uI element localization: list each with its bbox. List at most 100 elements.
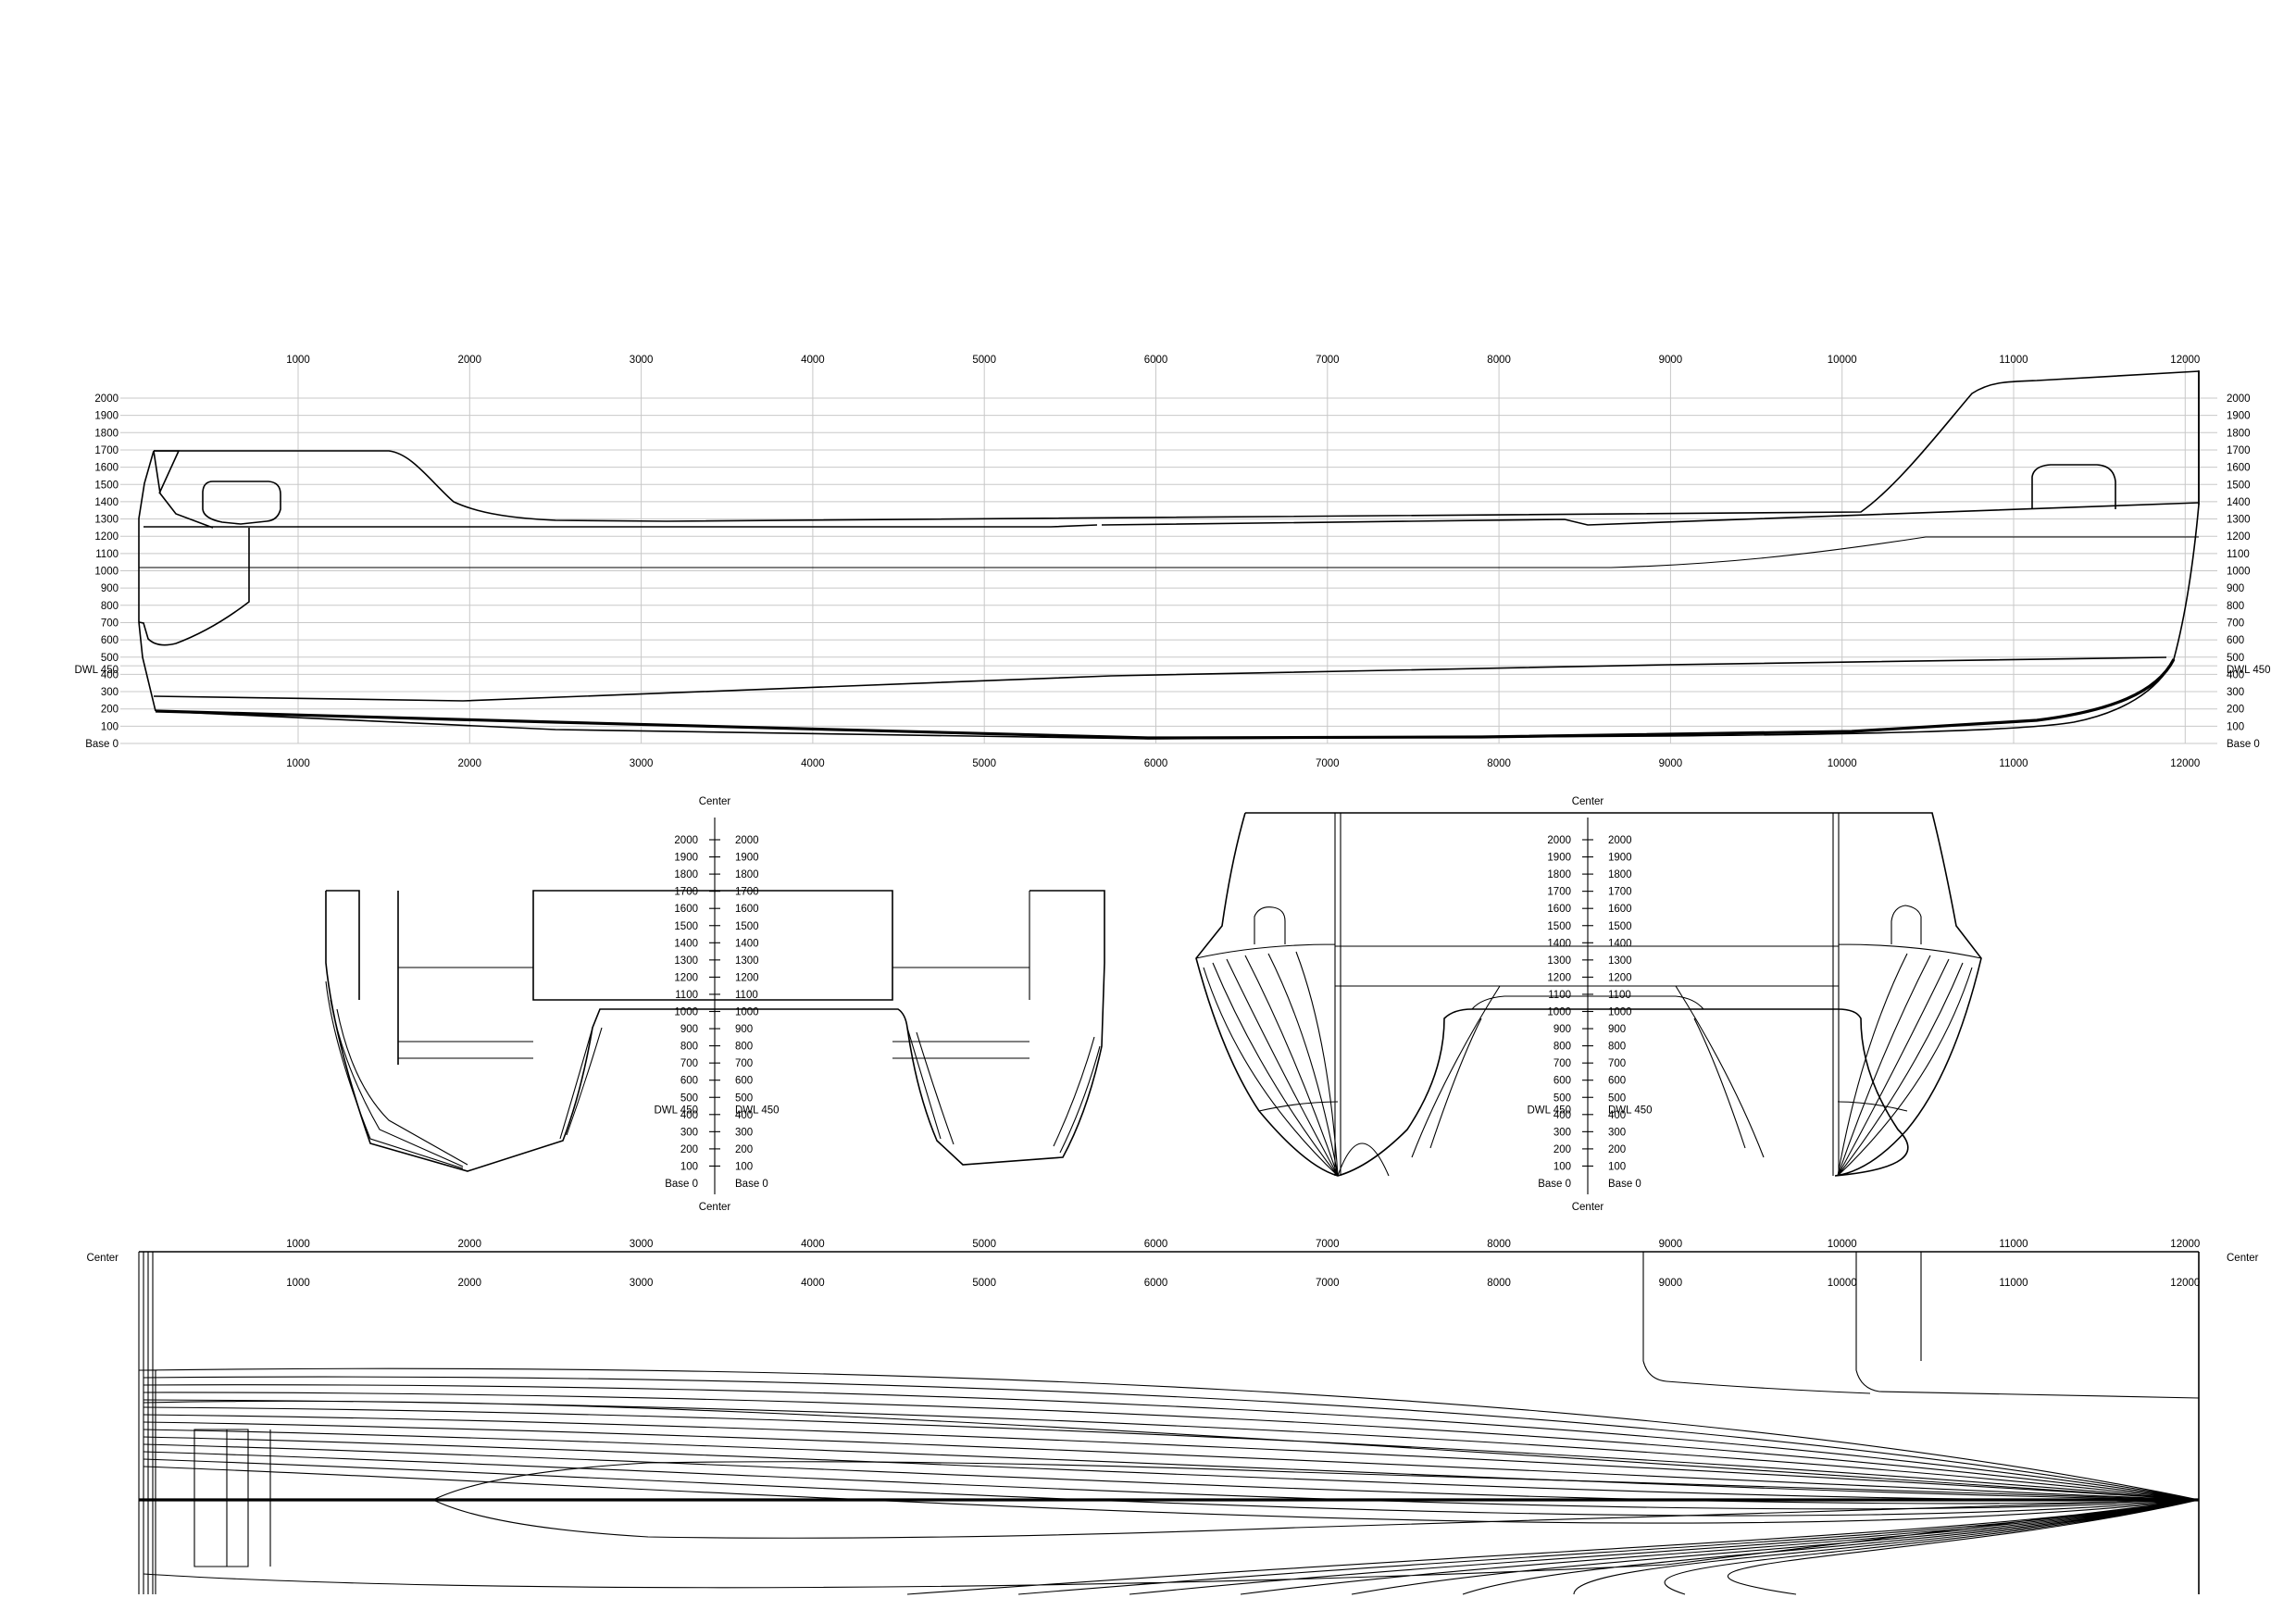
dwl-label-left: DWL 450 — [74, 665, 119, 676]
aft-deck-lines — [398, 891, 1030, 1059]
height-label-left: 1900 — [94, 411, 119, 422]
scale-label-left: 200 — [1554, 1144, 1571, 1155]
scale-label-right: 900 — [735, 1024, 753, 1035]
scale-label-right: 1400 — [1608, 938, 1632, 949]
height-label-left: 600 — [101, 635, 119, 646]
deck-line — [144, 524, 1098, 528]
transom-detail — [138, 450, 250, 646]
scale-label-left: 1900 — [674, 853, 698, 864]
scale-label-left: 1600 — [674, 904, 698, 915]
plan-station-label-inner: 12000 — [2170, 1278, 2200, 1289]
scale-label-left: 100 — [680, 1161, 698, 1172]
plan-station-label-top: 6000 — [1144, 1239, 1168, 1250]
station-label-bottom: 5000 — [972, 758, 996, 769]
scale-label-left: 1400 — [1547, 938, 1571, 949]
plan-station-label-top: 7000 — [1316, 1239, 1340, 1250]
scale-label-left: 1300 — [674, 955, 698, 967]
scale-label-right: 1800 — [735, 869, 759, 880]
scale-label-right: 600 — [735, 1076, 753, 1087]
scale-label-left: 300 — [680, 1127, 698, 1138]
station-label-bottom: 9000 — [1659, 758, 1683, 769]
plan-station-label-inner: 8000 — [1487, 1278, 1511, 1289]
scale-label-left: 600 — [1554, 1076, 1571, 1087]
scale-label-right: 1300 — [735, 955, 759, 967]
station-label-top: 11000 — [1999, 355, 2028, 366]
station-label-top: 10000 — [1828, 355, 1857, 366]
scale-label-left: 1200 — [674, 972, 698, 983]
sheer-line — [154, 370, 2200, 522]
scale-label-right: 100 — [1608, 1161, 1626, 1172]
scale-label-right: 2000 — [1608, 835, 1632, 846]
height-label-right: 2000 — [2227, 393, 2251, 405]
scale-label-left: 800 — [680, 1042, 698, 1053]
height-label-left: 300 — [101, 687, 119, 698]
scale-label-left: 400 — [1554, 1110, 1571, 1121]
height-label-left: 1300 — [94, 515, 119, 526]
scale-base-right: Base 0 — [1608, 1179, 1641, 1190]
transom-profile — [138, 450, 156, 712]
scale-label-right: 1100 — [1608, 990, 1631, 1001]
scale-label-left: 900 — [1554, 1024, 1571, 1035]
scale-label-left: 500 — [680, 1092, 698, 1104]
scale-label-left: 1400 — [674, 938, 698, 949]
scale-label-right: 1200 — [1608, 972, 1632, 983]
station-label-bottom: 2000 — [458, 758, 482, 769]
height-label-left: 700 — [101, 618, 119, 629]
station-label-bottom: 7000 — [1316, 758, 1340, 769]
scale-label-left: 600 — [680, 1076, 698, 1087]
plan-station-label-top: 8000 — [1487, 1239, 1511, 1250]
scale-label-right: 500 — [1608, 1092, 1626, 1104]
plan-station-label-top: 2000 — [458, 1239, 482, 1250]
scale-label-left: 700 — [1554, 1058, 1571, 1069]
height-label-right: 1300 — [2227, 515, 2251, 526]
height-label-right: 1200 — [2227, 531, 2251, 543]
height-label-right: 1700 — [2227, 445, 2251, 456]
fwd-stations — [1203, 951, 1973, 1177]
plan-transom — [138, 1252, 271, 1594]
height-label-left: 1200 — [94, 531, 119, 543]
scale-label-right: 400 — [1608, 1110, 1626, 1121]
scale-label-left: 2000 — [1547, 835, 1571, 846]
scale-label-left: 300 — [1554, 1127, 1571, 1138]
keel-line — [155, 658, 2176, 740]
scale-label-left: 1100 — [1548, 990, 1571, 1001]
scale-label-right: 400 — [735, 1110, 753, 1121]
height-label-left: 1800 — [94, 428, 119, 439]
plan-station-label-inner: 9000 — [1659, 1278, 1683, 1289]
height-label-right: 500 — [2227, 653, 2244, 664]
scale-label-right: 1900 — [735, 853, 759, 864]
plan-view: 1000100020002000300030004000400050005000… — [86, 1239, 2259, 1595]
height-label-right: 1500 — [2227, 480, 2251, 491]
scale-label-right: 800 — [1608, 1042, 1626, 1053]
plan-station-label-top: 4000 — [801, 1239, 825, 1250]
scale-label-right: 300 — [735, 1127, 753, 1138]
station-label-bottom: 10000 — [1828, 758, 1857, 769]
height-label-left: 800 — [101, 601, 119, 612]
station-label-top: 4000 — [801, 355, 825, 366]
scale-label-right: 1700 — [735, 887, 759, 898]
plan-keel-outline — [432, 1461, 2195, 1539]
window-fwd — [2031, 464, 2116, 509]
center-label-bottom: Center — [1572, 1202, 1604, 1213]
aft-stations — [325, 980, 1101, 1169]
scale-label-right: 2000 — [735, 835, 759, 846]
station-label-bottom: 3000 — [630, 758, 654, 769]
scale-label-left: 1800 — [1547, 869, 1571, 880]
scale-label-right: 500 — [735, 1092, 753, 1104]
scale-label-right: 1400 — [735, 938, 759, 949]
scale-label-left: 1500 — [1547, 921, 1571, 932]
scale-label-right: 700 — [1608, 1058, 1626, 1069]
station-label-top: 3000 — [630, 355, 654, 366]
height-label-left: 2000 — [94, 393, 119, 405]
station-label-bottom: 12000 — [2170, 758, 2200, 769]
dwl-label-right: DWL 450 — [2227, 665, 2271, 676]
height-label-right: 100 — [2227, 721, 2244, 732]
plan-station-label-top: 9000 — [1659, 1239, 1683, 1250]
scale-label-left: 700 — [680, 1058, 698, 1069]
scale-dwl-right: DWL 450 — [735, 1105, 780, 1117]
aft-hull-outline — [325, 890, 1105, 1172]
scale-base-right: Base 0 — [735, 1179, 768, 1190]
scale-label-left: 2000 — [674, 835, 698, 846]
